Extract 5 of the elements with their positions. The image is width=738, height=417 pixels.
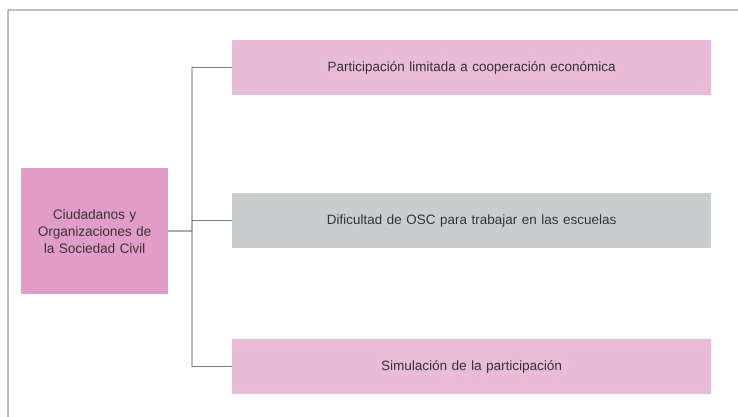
category-box: Ciudadanos y Organizaciones de la Sociedad Civil	[21, 168, 168, 294]
connector-line	[168, 230, 232, 367]
outcome-box: Dificultad de OSC para trabajar en las escuelas	[232, 193, 711, 248]
outcome-box: Participación limitada a cooperación económica	[232, 40, 711, 95]
outcome-box: Simulación de la participación	[232, 339, 711, 394]
